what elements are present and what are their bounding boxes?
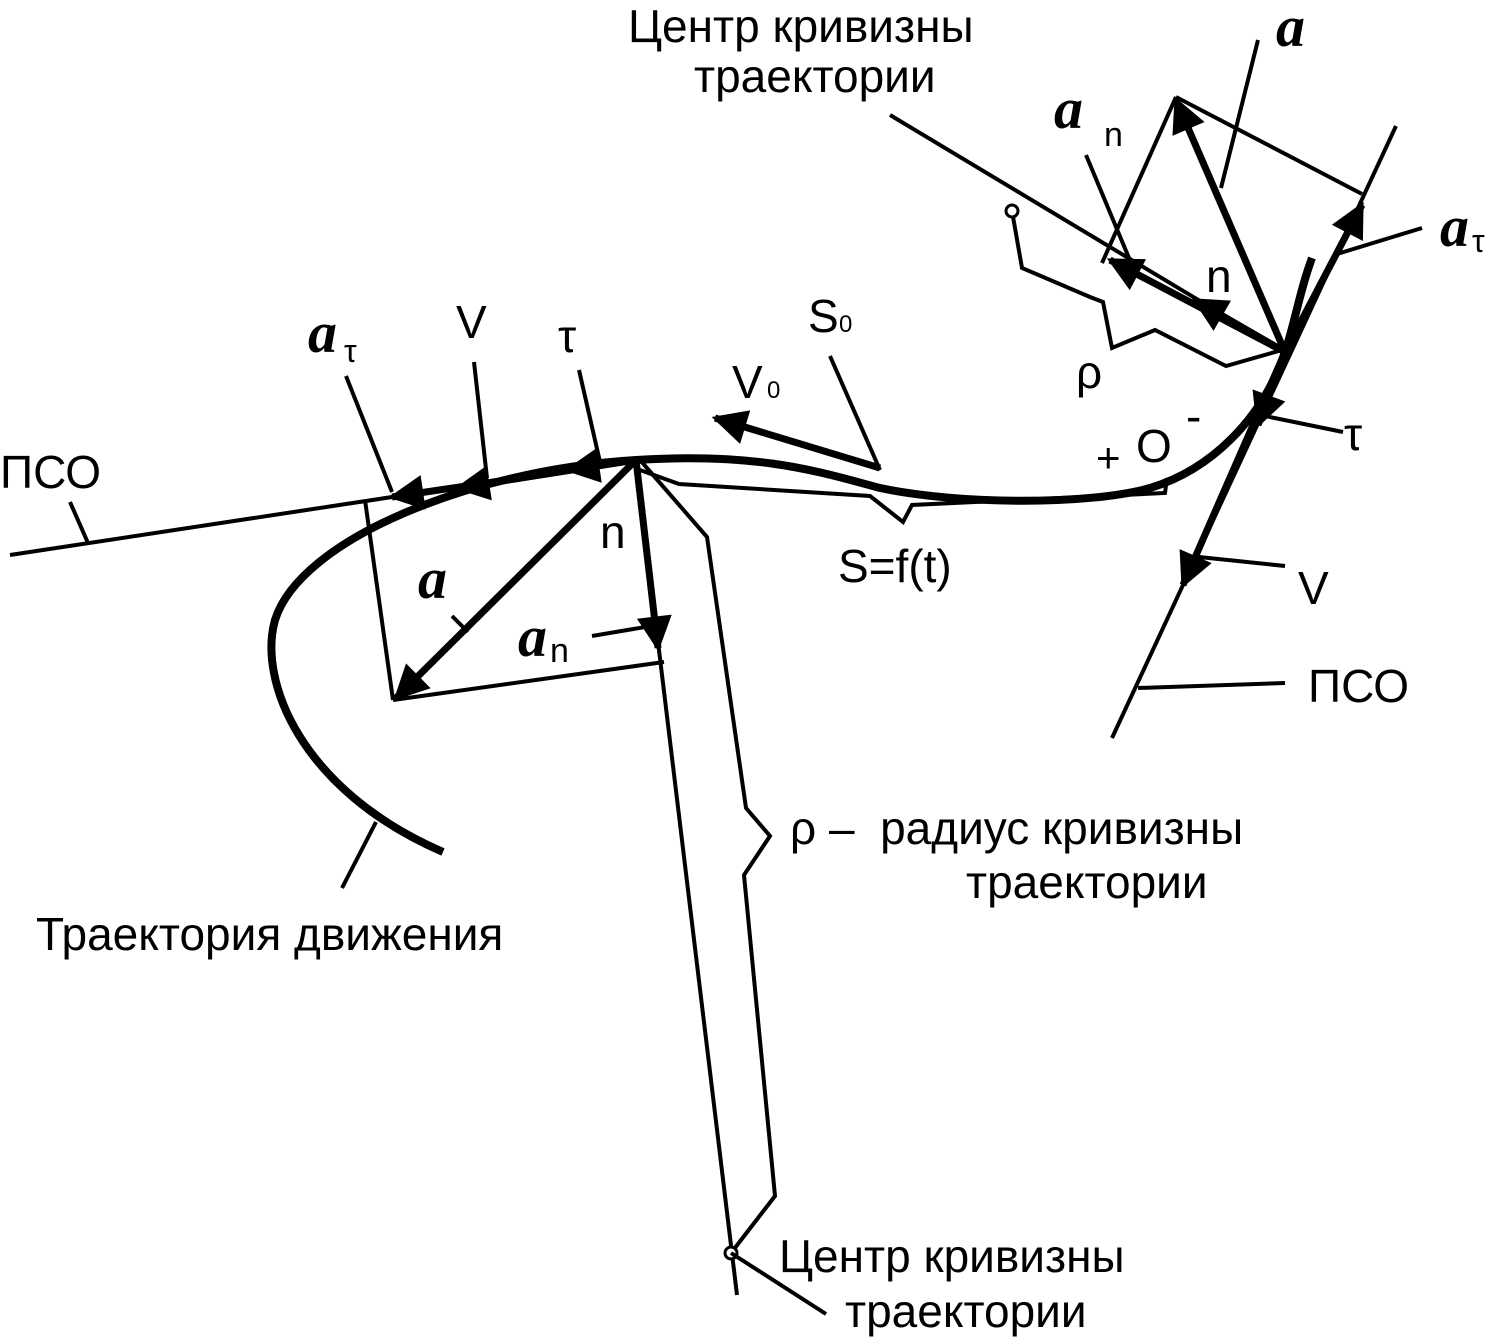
right-a-vector	[1172, 96, 1289, 354]
left-parallelogram-side-1	[363, 499, 395, 701]
v0-vector	[711, 410, 882, 472]
right-a-tau-vector	[1281, 201, 1366, 354]
right-parallelogram-side-1	[1175, 95, 1363, 196]
left-parallelogram-side-2	[392, 660, 665, 702]
origin-label: O	[1136, 420, 1172, 472]
left-normal-line	[634, 459, 739, 1296]
center-bottom-label-line1: Центр кривизны	[779, 1230, 1125, 1282]
left-n-label: n	[600, 506, 626, 558]
left-an-leader	[591, 623, 658, 638]
right-a-leader	[1219, 39, 1260, 189]
left-a-tau-leader	[344, 375, 394, 493]
left-radius-brace	[638, 458, 778, 1255]
left-a-label: a	[418, 546, 447, 611]
s0-label: S	[808, 290, 839, 342]
right-a-tau-leader	[1336, 226, 1423, 256]
right-parallelogram-side-2	[1100, 96, 1178, 264]
s-brace	[639, 468, 1169, 526]
left-tau-leader	[577, 369, 602, 463]
right-v-label: V	[1298, 562, 1329, 614]
rho-label: ρ	[1076, 346, 1102, 398]
left-an-subscript: n	[550, 632, 569, 670]
minus-sign: -	[1186, 390, 1201, 442]
trajectory-curve	[267, 256, 1316, 856]
left-a-vector	[393, 457, 639, 701]
left-a-leader	[450, 614, 470, 634]
right-v-leader	[1198, 555, 1286, 568]
trajectory-leader	[340, 821, 378, 889]
s-func-label: S=f(t)	[838, 540, 952, 592]
pso-left-label: ПСО	[0, 446, 101, 498]
right-an-leader	[1084, 154, 1136, 271]
left-a-tau-label: a	[308, 300, 337, 365]
center-top-label-line2: траектории	[694, 50, 936, 102]
left-an-label: a	[518, 604, 547, 669]
left-a-tau-vector	[388, 474, 521, 510]
right-a-tau-subscript: τ	[1472, 223, 1485, 259]
right-tau-label: τ	[1344, 408, 1362, 460]
center-top-label-line1: Центр кривизны	[628, 0, 974, 52]
trajectory-label: Траектория движения	[36, 908, 503, 960]
s0-leader	[828, 355, 882, 471]
right-radius-brace	[1010, 210, 1283, 369]
pso-left-leader	[68, 501, 90, 544]
s0-subscript: 0	[839, 311, 852, 338]
center-bottom-leader	[729, 1251, 828, 1316]
right-normal-line	[888, 113, 1287, 354]
right-n-label: n	[1206, 250, 1232, 302]
radius-label-line2: траектории	[966, 856, 1208, 908]
v0-subscript: 0	[767, 377, 780, 404]
pso-right-leader	[1137, 681, 1286, 690]
right-tau-vector	[1252, 350, 1289, 429]
left-tau-label: τ	[558, 310, 576, 362]
right-a-tau-label: a	[1440, 194, 1469, 259]
pso-right-label: ПСО	[1308, 660, 1409, 712]
center-bottom-label-line2: траектории	[845, 1285, 1087, 1337]
right-an-label: a	[1054, 76, 1083, 141]
v0-label: V	[732, 356, 763, 408]
right-a-label: a	[1276, 0, 1305, 59]
radius-label-line1: ρ – радиус кривизны	[790, 802, 1243, 854]
left-a-tau-subscript: τ	[344, 333, 357, 369]
right-tau-leader	[1264, 414, 1344, 434]
right-an-subscript: n	[1104, 116, 1123, 154]
left-v-label: V	[456, 296, 487, 348]
left-v-leader	[472, 361, 489, 479]
center-top-point	[1004, 203, 1020, 219]
plus-sign: +	[1096, 434, 1121, 481]
left-tau-vector	[564, 448, 637, 483]
